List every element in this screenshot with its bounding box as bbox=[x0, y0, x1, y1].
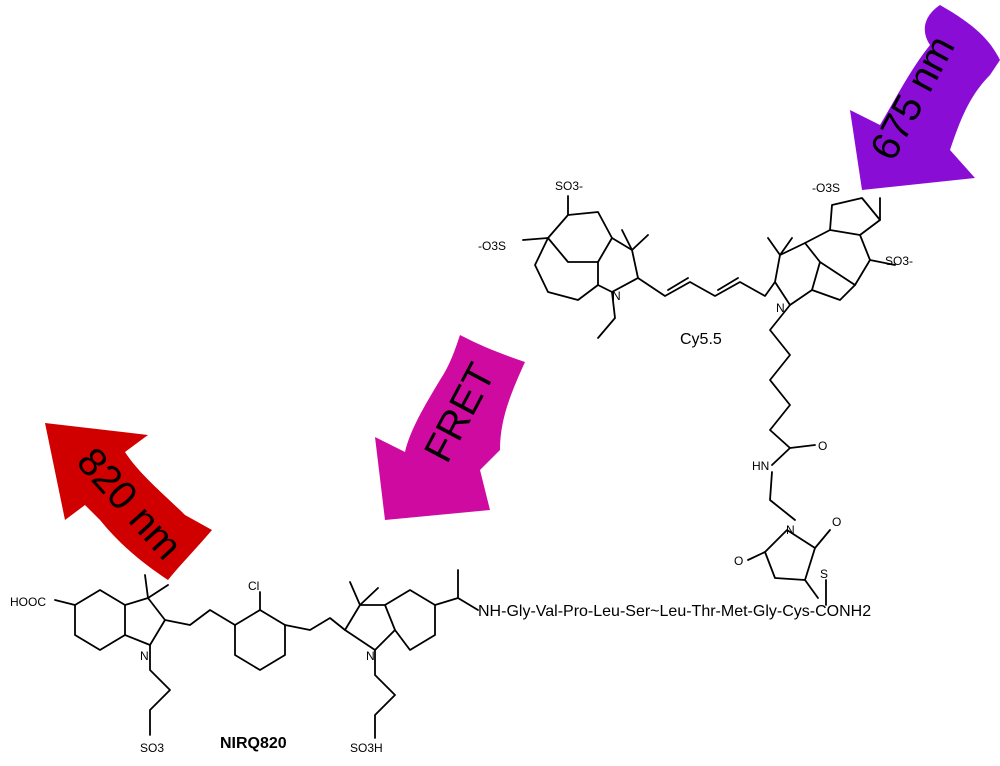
nirq-acid: HOOC bbox=[10, 595, 46, 609]
emission-arrow-shape bbox=[45, 423, 212, 580]
nirq-right-benzene bbox=[384, 589, 436, 651]
fret-arrow-shape bbox=[375, 335, 525, 520]
cy55-structure bbox=[522, 195, 896, 599]
emission-arrow: 820 nm bbox=[45, 423, 212, 580]
nirq-n-plus: N bbox=[140, 649, 149, 663]
cy55-so3-top-right: -O3S bbox=[812, 181, 840, 195]
cy55-linker-chain bbox=[769, 304, 791, 449]
nirq-cyclohexene bbox=[234, 609, 286, 671]
nirq820-structure bbox=[54, 569, 479, 739]
nirq-name: NIRQ820 bbox=[220, 735, 287, 752]
nirq-polymethine-left bbox=[164, 609, 236, 626]
cy55-so3-mid-left: -O3S bbox=[478, 239, 506, 253]
cy55-amide-nh: HN bbox=[752, 459, 769, 473]
cy55-left-five-ring bbox=[597, 237, 639, 293]
nirq-sulfonate-left: SO3 bbox=[140, 741, 164, 755]
cy55-so3-mid-right: SO3- bbox=[885, 254, 913, 268]
nirq-polymethine-right bbox=[284, 617, 346, 631]
fret-arrow: FRET bbox=[375, 335, 525, 520]
cy55-thioether-s: S bbox=[820, 567, 828, 581]
cy55-carbonyl-o: O bbox=[818, 439, 827, 453]
cy55-maleimide-o-top: O bbox=[832, 515, 841, 529]
cy55-left-ring-outer bbox=[547, 211, 613, 263]
cy55-n-right: N bbox=[776, 301, 785, 315]
excitation-arrow-shape bbox=[850, 5, 1000, 190]
nirq-n-right: N bbox=[366, 649, 375, 663]
cy55-maleimide-ring bbox=[764, 529, 816, 581]
nirq-sulfonate-right: SO3H bbox=[350, 741, 383, 755]
cy55-polymethine bbox=[637, 277, 776, 297]
cy55-name: Cy5.5 bbox=[680, 331, 722, 348]
cy55-n-plus: N bbox=[612, 289, 621, 303]
cy55-left-ring-lower bbox=[534, 237, 599, 301]
nirq-chloro: Cl bbox=[248, 579, 259, 593]
cy55-maleimide-o-left: O bbox=[734, 554, 743, 568]
excitation-arrow: 675 nm bbox=[850, 5, 1000, 190]
peptide-sequence: NH-Gly-Val-Pro-Leu-Ser~Leu-Thr-Met-Gly-C… bbox=[478, 603, 871, 620]
cy55-so3-top-left: SO3- bbox=[555, 179, 583, 193]
nirq-left-benzene bbox=[74, 589, 126, 651]
cy55-maleimide-n: N bbox=[786, 523, 795, 537]
